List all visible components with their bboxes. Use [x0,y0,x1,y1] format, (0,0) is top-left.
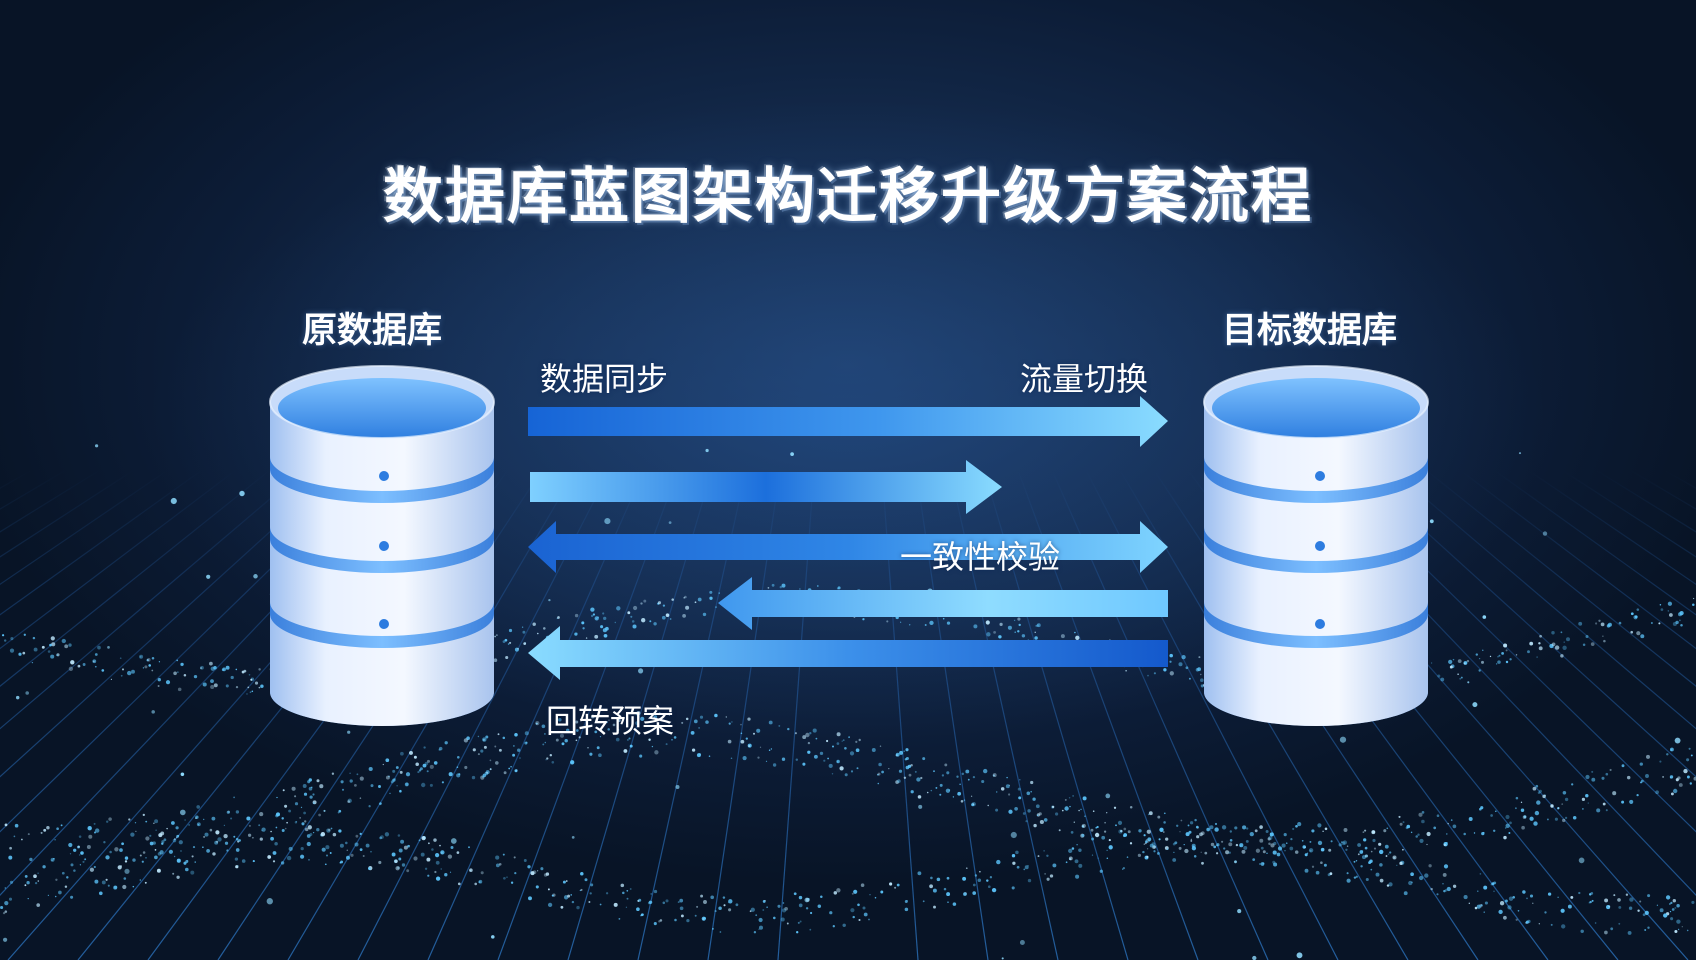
sync-arrow-secondary [530,460,1002,514]
traffic-switch-label: 流量切换 [1020,360,1149,398]
rollback-plan-label: 回转预案 [546,702,675,740]
return-arrow-secondary [718,577,1168,630]
target-database-icon [1203,365,1429,726]
target-database-label: 目标数据库 [1222,311,1398,351]
data-sync-label: 数据同步 [540,360,669,398]
page-title: 数据库蓝图架构迁移升级方案流程 [383,162,1313,232]
consistency-check-arrow [528,521,1168,573]
source-database-icon [269,365,495,726]
consistency-check-label: 一致性校验 [900,538,1061,576]
rollback-arrow [528,626,1168,680]
data-sync-arrow [528,396,1168,447]
source-database-label: 原数据库 [302,311,443,351]
